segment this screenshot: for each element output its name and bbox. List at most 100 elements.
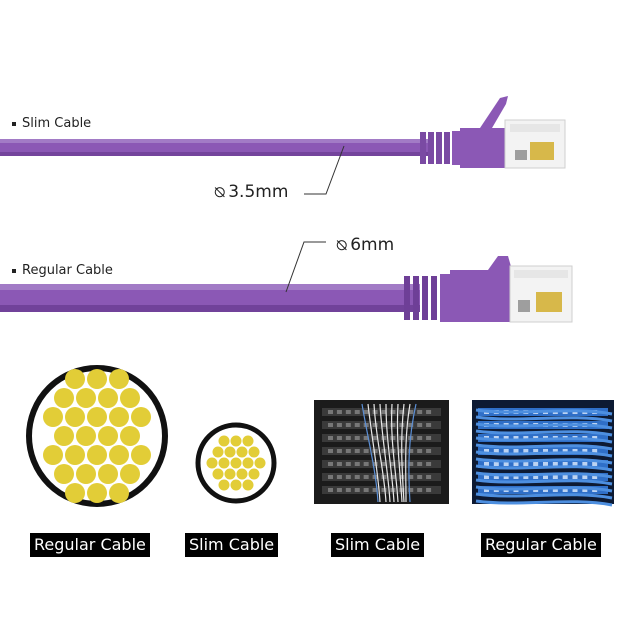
port [552,488,558,492]
port [399,488,405,492]
port [417,436,423,440]
conductor [87,483,107,503]
conductor [120,388,140,408]
conductor [236,468,248,480]
port [417,475,423,479]
port [345,436,351,440]
blue-cable [475,492,613,500]
port [354,475,360,479]
blue-cable [475,408,613,416]
conductor [54,464,74,484]
conductor [131,407,151,427]
slim-cross-section [195,422,277,504]
port [523,449,529,453]
port [363,488,369,492]
blue-cable [475,457,613,465]
conductor [87,407,107,427]
slim-cable-rack-photo [314,400,449,504]
port [336,488,342,492]
port [381,436,387,440]
conductor [242,457,254,469]
conductor [131,445,151,465]
port [582,462,588,466]
port [354,423,360,427]
conductor [65,369,85,389]
port [543,462,548,466]
blue-cable [475,471,613,479]
blue-cable [475,499,613,507]
port [363,475,369,479]
slim-diameter: ⦰3.5mm [214,182,289,202]
blue-cable [475,429,613,437]
regular-diameter: ⦰6mm [336,235,395,255]
port [484,488,489,492]
diameter-icon: ⦰ [336,238,348,254]
port [336,423,342,427]
port [328,410,333,414]
port [533,462,539,466]
port [354,488,360,492]
port [582,488,588,492]
port [372,488,378,492]
blue-cable [475,450,613,458]
port [417,423,423,427]
conductor [212,446,224,458]
slim-cable [0,96,566,169]
port [345,475,351,479]
port [426,410,432,414]
port [426,488,432,492]
port [354,436,360,440]
conductor [236,446,248,458]
port [484,475,489,479]
port [582,449,588,453]
conductor [65,483,85,503]
port [503,449,509,453]
port [426,449,432,453]
conductor [76,464,96,484]
conductor [109,483,129,503]
bullet-icon [12,121,16,126]
conductor [43,445,63,465]
port [372,449,378,453]
port [552,462,558,466]
port [493,436,499,440]
port [399,410,405,414]
port [354,410,360,414]
conductor [65,445,85,465]
conductor [224,446,236,458]
port [328,462,333,466]
conductor [230,479,242,491]
regular-cable-label: Regular Cable [12,263,113,278]
conductor [212,468,224,480]
port [493,475,499,479]
port [572,488,578,492]
port [381,475,387,479]
port [345,410,351,414]
port [562,488,568,492]
port [328,488,333,492]
comparison-images [26,365,614,507]
port [408,475,414,479]
port [354,449,360,453]
port [503,475,509,479]
port [408,462,414,466]
port [372,436,378,440]
port [417,449,423,453]
port [345,449,351,453]
port [417,462,423,466]
diameter-icon: ⦰ [214,185,226,201]
port [572,475,578,479]
conductor [54,388,74,408]
conductor [54,426,74,446]
port [345,488,351,492]
port [426,436,432,440]
port [336,475,342,479]
port [503,462,509,466]
port [372,423,378,427]
blue-cable [475,478,613,486]
conductor [109,369,129,389]
port [543,488,548,492]
caption-regular-cross-section: Regular Cable [30,533,150,557]
regular-cable-rack-photo [472,400,614,507]
port [513,462,519,466]
